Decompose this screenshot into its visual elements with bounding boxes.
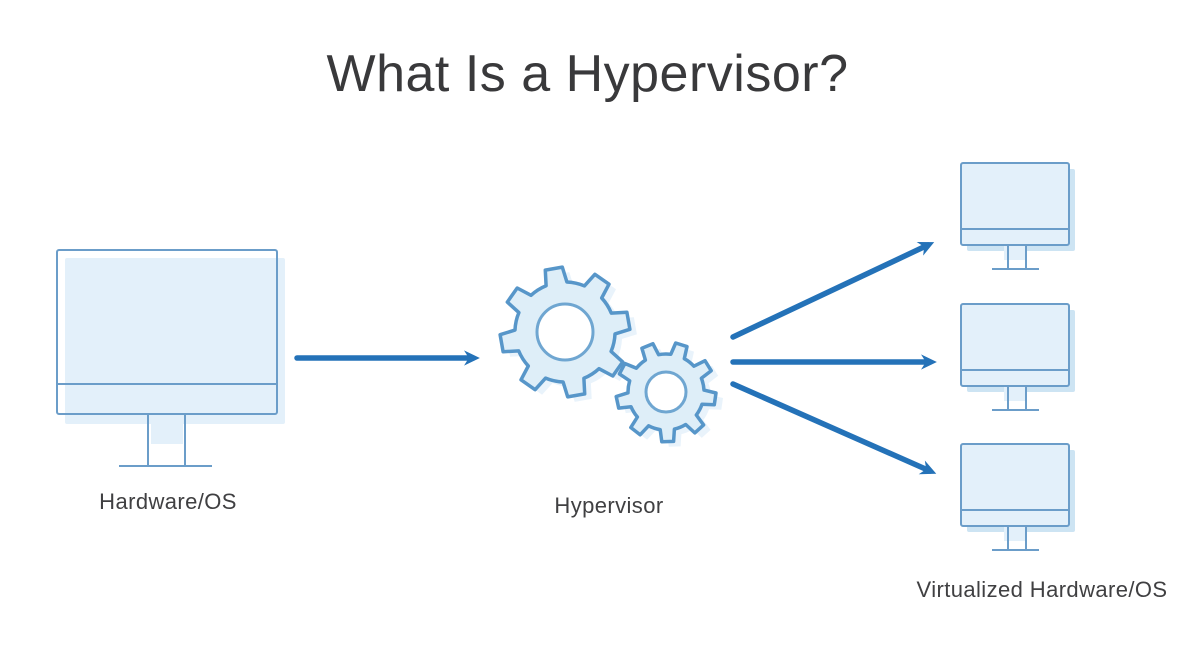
- hardware-os-label: Hardware/OS: [99, 489, 237, 514]
- vm-monitor-icon-1: [960, 162, 1076, 270]
- gears-icon: [498, 265, 723, 447]
- arrow-hypervisor-to-vm-1: [730, 241, 935, 340]
- vm-monitor-icon-2: [960, 303, 1076, 411]
- hypervisor-label: Hypervisor: [554, 493, 664, 518]
- monitor-screen: [56, 249, 278, 415]
- monitor-stand: [147, 414, 186, 466]
- monitor-stand-fill: [151, 416, 183, 444]
- desktop-computer-icon: [56, 249, 285, 467]
- gear-large-hole: [535, 302, 595, 362]
- page-title: What Is a Hypervisor?: [326, 45, 849, 103]
- monitor-shadow: [65, 258, 285, 424]
- arrow-hypervisor-to-vm-3: [730, 381, 937, 475]
- vm-monitor-icon-3: [960, 443, 1076, 551]
- gear-small-hole: [644, 370, 688, 414]
- virtualized-hardware-os-label: Virtualized Hardware/OS: [916, 577, 1168, 602]
